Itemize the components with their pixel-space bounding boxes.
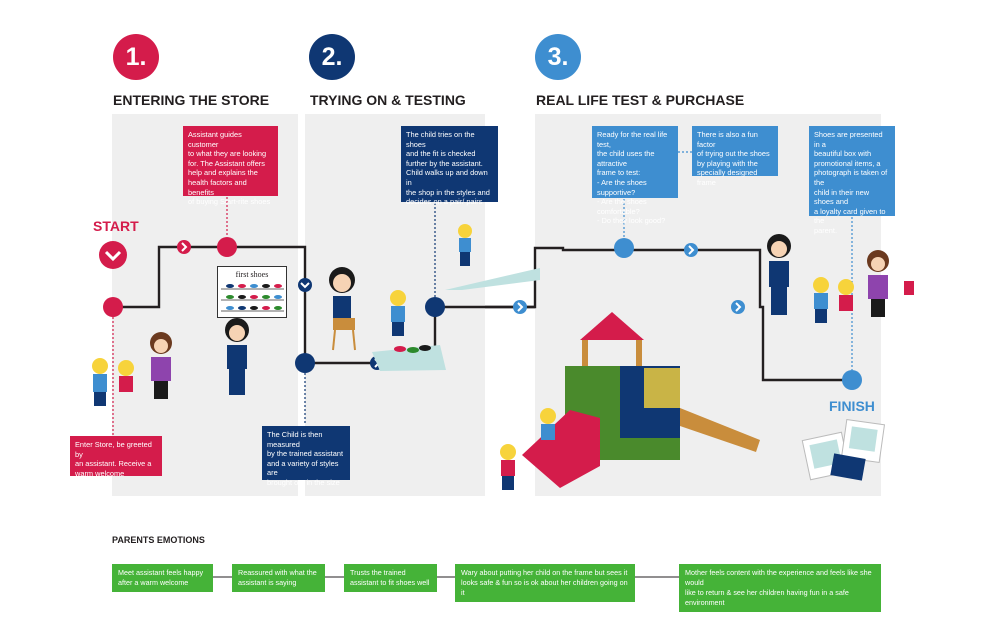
child-figure-icon (390, 224, 472, 336)
chevron-right-icon (513, 300, 527, 314)
chevron-right-icon (731, 300, 745, 314)
family-figures-icon (92, 332, 172, 406)
child-on-frame-icon (500, 408, 556, 490)
shoe-shelf-icon (221, 284, 284, 312)
seated-assistant-icon (329, 267, 356, 351)
assistant-figure-icon (225, 318, 249, 395)
step-2-title: TRYING ON & TESTING (310, 92, 466, 108)
path-dot-assistant (217, 237, 237, 257)
finish-label: FINISH (829, 398, 875, 414)
emotion-4: Wary about putting her child on the fram… (455, 564, 635, 602)
shoes-row-icon (394, 345, 431, 353)
step-3-number: 3. (535, 34, 581, 80)
step-2-number: 2. (309, 34, 355, 80)
path-dot-finish (842, 370, 862, 390)
real-life-test-box: Ready for the real life test,the child u… (592, 126, 678, 225)
floor-mat-icon (445, 268, 540, 290)
emotion-5: Mother feels content with the experience… (679, 564, 881, 612)
step-3-title: REAL LIFE TEST & PURCHASE (536, 92, 745, 108)
step-1-number: 1. (113, 34, 159, 80)
chevron-right-icon (177, 240, 191, 254)
path-dot-try (425, 297, 445, 317)
chevron-right-icon (684, 243, 698, 257)
path-dot-measure (295, 353, 315, 373)
start-chevron-down-icon (99, 241, 127, 269)
first-shoes-card: first shoes (217, 266, 287, 318)
path-dot-start (103, 297, 123, 317)
play-frame-icon (522, 312, 760, 488)
start-label: START (93, 218, 139, 234)
assistant-figure-icon (767, 234, 791, 315)
path-dot-test (614, 238, 634, 258)
first-shoes-title: first shoes (235, 270, 269, 279)
photo-cards-icon (801, 418, 886, 481)
emotions-heading: PARENTS EMOTIONS (112, 535, 205, 545)
family-figures-icon (813, 250, 914, 323)
step-1-title: ENTERING THE STORE (113, 92, 270, 108)
chevron-down-icon (298, 278, 312, 292)
floor-mat-icon (372, 345, 446, 371)
dotted-connectors (112, 151, 853, 436)
